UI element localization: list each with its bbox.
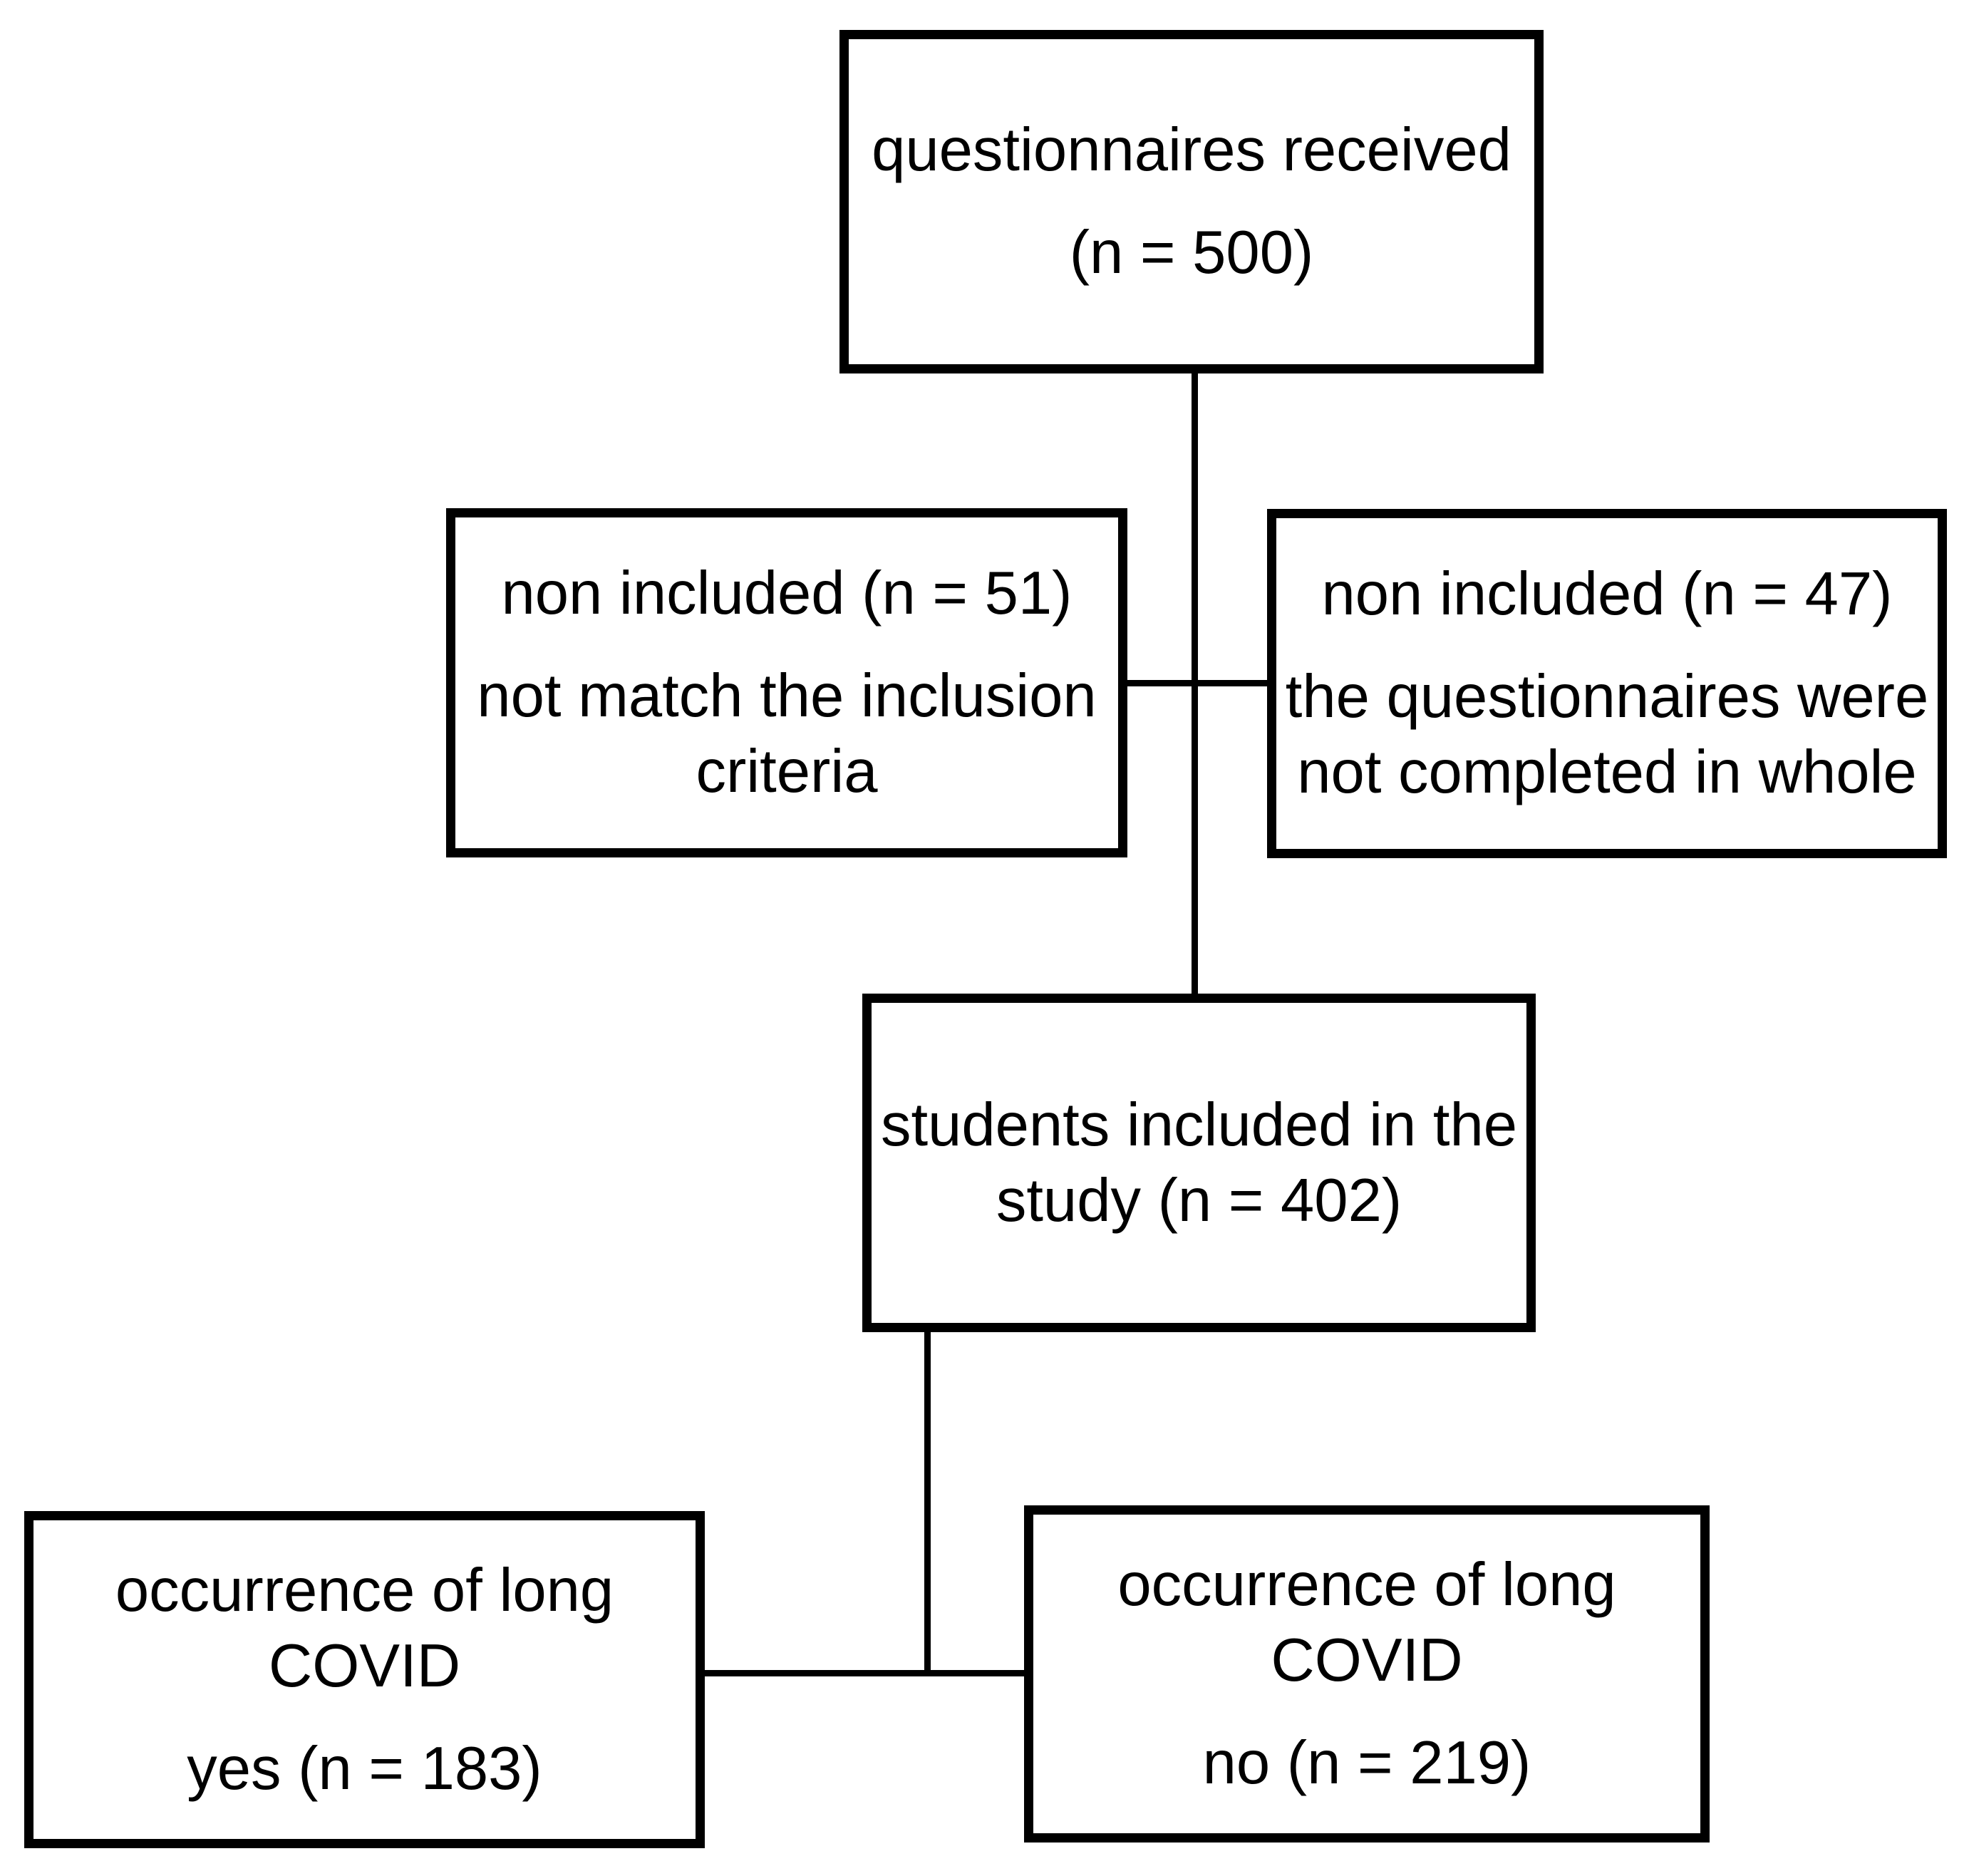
box-line: study (n = 402) <box>996 1166 1402 1235</box>
box-long-covid-no: occurrence of long COVID no (n = 219) <box>1024 1505 1710 1842</box>
box-non-included-incomplete: non included (n = 47) the questionnaires… <box>1267 509 1947 858</box>
box-students-included: students included in the study (n = 402) <box>862 994 1536 1332</box>
connector-exclusion-horizontal <box>1125 680 1270 686</box>
box-line: non included (n = 51) <box>501 560 1073 627</box>
box-questionnaires-received: questionnaires received (n = 500) <box>839 30 1544 373</box>
box-line: occurrence of long <box>1117 1550 1616 1619</box>
box-line: non included (n = 47) <box>1321 560 1893 628</box>
box-line: criteria <box>696 738 878 805</box>
box-line: not match the inclusion <box>477 662 1097 730</box>
box-line: no (n = 219) <box>1202 1728 1531 1797</box>
box-non-included-criteria: non included (n = 51) not match the incl… <box>446 508 1127 857</box>
box-line: students included in the <box>880 1091 1518 1159</box>
box-line: COVID <box>1271 1626 1463 1694</box>
box-line: not completed in whole <box>1297 738 1917 806</box>
box-line: questionnaires received <box>872 116 1511 184</box>
box-long-covid-yes: occurrence of long COVID yes (n = 183) <box>24 1511 705 1848</box>
box-line: COVID <box>268 1632 461 1700</box>
box-line: occurrence of long <box>115 1556 614 1624</box>
box-line: yes (n = 183) <box>187 1734 542 1803</box>
box-line: (n = 500) <box>1069 219 1314 287</box>
connector-outcome-horizontal <box>702 1670 1027 1676</box>
connector-included-to-outcome-vertical <box>924 1329 931 1676</box>
box-line: the questionnaires were <box>1285 663 1929 731</box>
